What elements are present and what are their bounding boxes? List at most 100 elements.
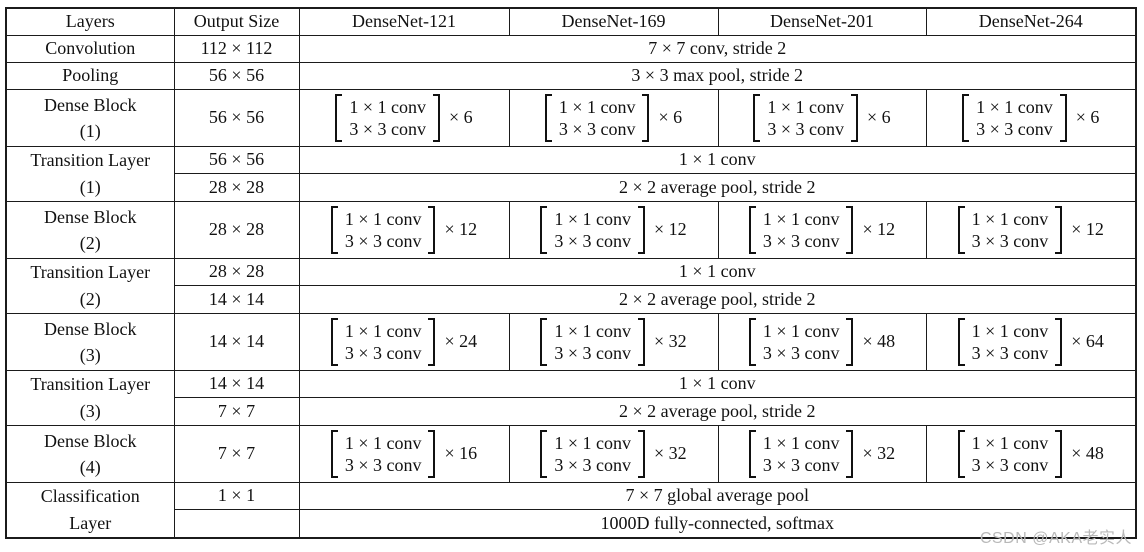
matrix-row-1: 1 × 1 conv (344, 320, 422, 341)
row-transition-1-conv: Transition Layer (1) 56 × 56 1 × 1 conv (5, 145, 1137, 202)
repeat-count: × 32 (653, 331, 687, 351)
operation: 1 × 1 conv (298, 369, 1137, 398)
matrix-row-2: 3 × 3 conv (558, 118, 636, 139)
matrix-row-1: 1 × 1 conv (349, 96, 426, 117)
right-bracket-icon (1059, 93, 1067, 142)
repeat-count: × 12 (653, 219, 687, 239)
layer-name-line2: (2) (79, 232, 101, 253)
layer-name-line2: (3) (79, 400, 101, 421)
output-size: 7 × 7 (173, 424, 300, 483)
matrix-row-2: 3 × 3 conv (349, 118, 426, 139)
left-bracket-icon (957, 317, 965, 366)
matrix-row-2: 3 × 3 conv (767, 118, 844, 139)
left-bracket-icon (335, 93, 343, 142)
matrix-row-1: 1 × 1 conv (971, 208, 1049, 229)
layer-name-line2: Layer (69, 512, 112, 533)
right-bracket-icon (637, 429, 645, 478)
layer-name-line2: (3) (79, 344, 101, 365)
row-classification-fc: 1000D fully-connected, softmax (6, 509, 1137, 538)
layer-name-line1: Transition Layer (30, 261, 151, 282)
matrix-row-1: 1 × 1 conv (971, 320, 1049, 341)
output-size: 28 × 28 (173, 257, 300, 286)
left-bracket-icon (540, 317, 548, 366)
output-size: 14 × 14 (173, 369, 300, 398)
left-bracket-icon (748, 205, 756, 254)
operation: 2 × 2 average pool, stride 2 (298, 285, 1137, 314)
matrix-row-1: 1 × 1 conv (762, 432, 840, 453)
layer-name: Pooling (5, 61, 175, 90)
output-size: 56 × 56 (173, 88, 300, 147)
matrix-row-1: 1 × 1 conv (558, 96, 636, 117)
repeat-count: × 64 (1071, 331, 1104, 351)
output-size: 56 × 56 (173, 61, 300, 90)
layer-name-line1: Transition Layer (30, 373, 151, 394)
operation: 2 × 2 average pool, stride 2 (298, 397, 1137, 426)
repeat-count: × 6 (658, 107, 683, 127)
matrix-row-2: 3 × 3 conv (762, 454, 840, 475)
layer-name: Transition Layer (2) (5, 257, 175, 314)
left-bracket-icon (957, 205, 965, 254)
row-classification-pool: Classification Layer 1 × 1 7 × 7 global … (5, 481, 1137, 538)
layer-name-line1: Dense Block (44, 430, 137, 451)
left-bracket-icon (748, 429, 756, 478)
layer-name-line2: (4) (79, 456, 101, 477)
left-bracket-icon (544, 93, 552, 142)
matrix-row-2: 3 × 3 conv (971, 230, 1049, 251)
matrix-row-1: 1 × 1 conv (762, 320, 840, 341)
output-size: 14 × 14 (173, 285, 300, 314)
left-bracket-icon (540, 205, 548, 254)
row-transition-1-pool: 28 × 28 2 × 2 average pool, stride 2 (6, 173, 1137, 202)
layer-name-line2: (1) (79, 120, 101, 141)
matrix-row-2: 3 × 3 conv (971, 342, 1049, 363)
output-size: 1 × 1 (173, 481, 300, 511)
left-bracket-icon (753, 93, 761, 142)
right-bracket-icon (428, 317, 436, 366)
repeat-count: × 6 (1075, 107, 1100, 127)
layer-name-line1: Classification (40, 485, 140, 506)
layer-name-line1: Dense Block (44, 318, 137, 339)
right-bracket-icon (642, 93, 650, 142)
repeat-count: × 32 (862, 443, 896, 463)
matrix-row-2: 3 × 3 conv (762, 342, 840, 363)
right-bracket-icon (432, 93, 440, 142)
operation: 1 × 1 conv (298, 145, 1137, 174)
layer-name: Transition Layer (3) (5, 369, 175, 426)
output-size: 28 × 28 (173, 173, 300, 202)
right-bracket-icon (846, 317, 854, 366)
left-bracket-icon (330, 429, 338, 478)
operation: 2 × 2 average pool, stride 2 (298, 173, 1137, 202)
header-row: Layers Output Size DenseNet-121 DenseNet… (5, 7, 1137, 36)
row-transition-3-conv: Transition Layer (3) 14 × 14 1 × 1 conv (5, 369, 1137, 426)
matrix-row-1: 1 × 1 conv (554, 320, 631, 341)
matrix-row-2: 3 × 3 conv (971, 454, 1049, 475)
matrix-row-1: 1 × 1 conv (767, 96, 844, 117)
matrix-row-2: 3 × 3 conv (762, 230, 840, 251)
output-size: 14 × 14 (173, 312, 300, 371)
right-bracket-icon (846, 429, 854, 478)
repeat-count: × 24 (444, 331, 478, 351)
operation: 7 × 7 conv, stride 2 (298, 34, 1137, 63)
repeat-count: × 12 (444, 219, 478, 239)
